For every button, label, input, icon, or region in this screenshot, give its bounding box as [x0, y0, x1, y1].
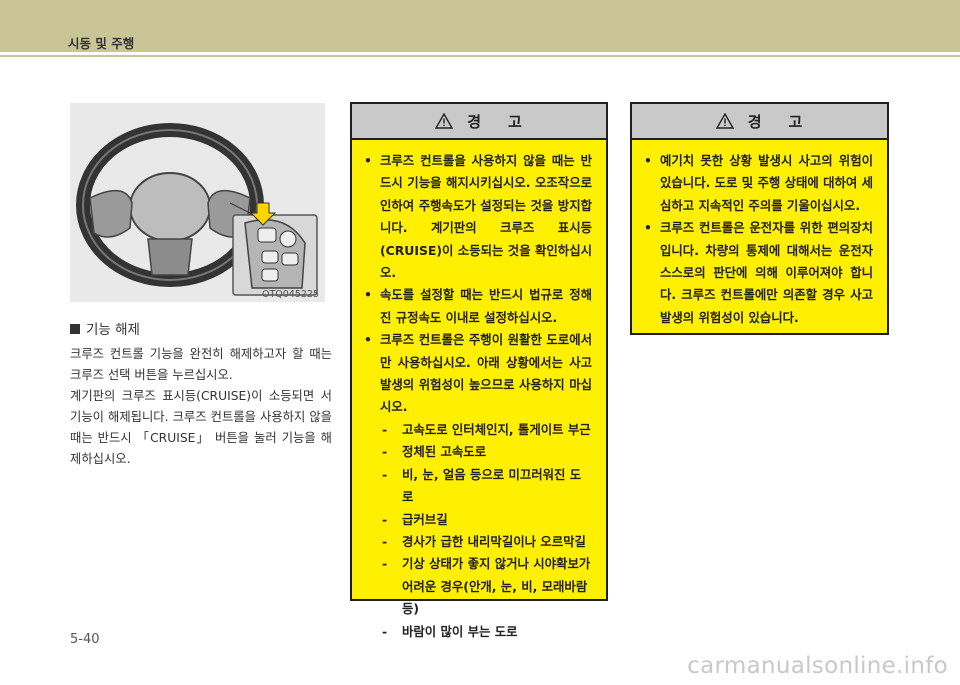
warning-bullet: 크루즈 컨트롤을 사용하지 않을 때는 반드시 기능을 해지시키십시오. 오조작… — [358, 150, 592, 284]
warning-bullet: 크루즈 컨트롤은 운전자를 위한 편의장치입니다. 차량의 통제에 대해서는 운… — [638, 217, 873, 329]
warning-bullet: 크루즈 컨트롤은 주행이 원활한 도로에서만 사용하십시오. 아래 상황에서는 … — [358, 329, 592, 419]
section-body: 크루즈 컨트롤 기능을 완전히 해제하고자 할 때는 크루즈 선택 버튼을 누르… — [70, 344, 332, 470]
warning-title-2: 고 — [508, 112, 523, 131]
dash-text: 경사가 급한 내리막길이나 오르막길 — [402, 533, 586, 549]
warning-triangle-icon — [435, 113, 454, 129]
warning-dash-item: -급커브길 — [382, 511, 448, 527]
section-heading: 기능 해제 — [70, 318, 140, 338]
section-heading-text: 기능 해제 — [86, 322, 140, 338]
square-bullet-icon — [70, 324, 80, 334]
warning-dash-item: -비, 눈, 얼음 등으로 미끄러워진 도로 — [382, 466, 582, 505]
page-number: 5-40 — [70, 632, 100, 647]
dash-text: 바람이 많이 부는 도로 — [402, 623, 518, 639]
dash-text: 급커브길 — [402, 511, 448, 527]
dash-text: 정체된 고속도로 — [402, 444, 487, 460]
header-divider — [0, 55, 960, 57]
header-band — [0, 0, 960, 52]
warning-header: 경 고 — [632, 104, 887, 140]
warning-box-cruise-usage: 경 고 크루즈 컨트롤을 사용하지 않을 때는 반드시 기능을 해지시키십시오.… — [350, 102, 608, 639]
watermark: carmanualsonline.info — [687, 653, 948, 679]
dash-text: 기상 상태가 좋지 않거나 시야확보가 어려운 경우(안개, 눈, 비, 모래바… — [402, 556, 591, 617]
dash-text: 고속도로 인터체인지, 톨게이트 부근 — [402, 421, 591, 437]
figure-code: OTQ045225 — [261, 289, 319, 300]
warning-dash-item: -정체된 고속도로 — [382, 444, 487, 460]
steering-wheel-illustration: OTQ045225 — [70, 103, 325, 302]
warning-dash-item: -경사가 급한 내리막길이나 오르막길 — [382, 533, 586, 549]
warning-dash-item: -고속도로 인터체인지, 톨게이트 부근 — [382, 421, 591, 437]
warning-header: 경 고 — [352, 104, 606, 140]
warning-list: 크루즈 컨트롤을 사용하지 않을 때는 반드시 기능을 해지시키십시오. 오조작… — [352, 140, 606, 643]
body-paragraph: 계기판의 크루즈 표시등(CRUISE)이 소등되면 서 기능이 해제됩니다. … — [70, 389, 332, 466]
chapter-title: 시동 및 주행 — [68, 36, 135, 51]
steering-wheel-drawing — [76, 123, 318, 296]
warning-dash-item: -바람이 많이 부는 도로 — [382, 623, 518, 639]
warning-list: 예기치 못한 상황 발생시 사고의 위험이 있습니다. 도로 및 주행 상태에 … — [632, 140, 887, 329]
dash-text: 비, 눈, 얼음 등으로 미끄러워진 도로 — [402, 466, 582, 505]
warning-title-1: 경 — [467, 112, 482, 131]
warning-title-2: 고 — [788, 112, 804, 131]
warning-title-1: 경 — [747, 112, 763, 131]
body-paragraph: 크루즈 컨트롤 기능을 완전히 해제하고자 할 때는 크루즈 선택 버튼을 누르… — [70, 347, 332, 382]
warning-bullet: 속도를 설정할 때는 반드시 법규로 정해진 규정속도 이내로 설정하십시오. — [358, 284, 592, 329]
warning-bullet: 예기치 못한 상황 발생시 사고의 위험이 있습니다. 도로 및 주행 상태에 … — [638, 150, 873, 217]
warning-triangle-icon — [715, 113, 734, 129]
warning-dash-item: -기상 상태가 좋지 않거나 시야확보가 어려운 경우(안개, 눈, 비, 모래… — [382, 556, 591, 617]
warning-box-driver-attention: 경 고 예기치 못한 상황 발생시 사고의 위험이 있습니다. 도로 및 주행 … — [630, 102, 889, 335]
